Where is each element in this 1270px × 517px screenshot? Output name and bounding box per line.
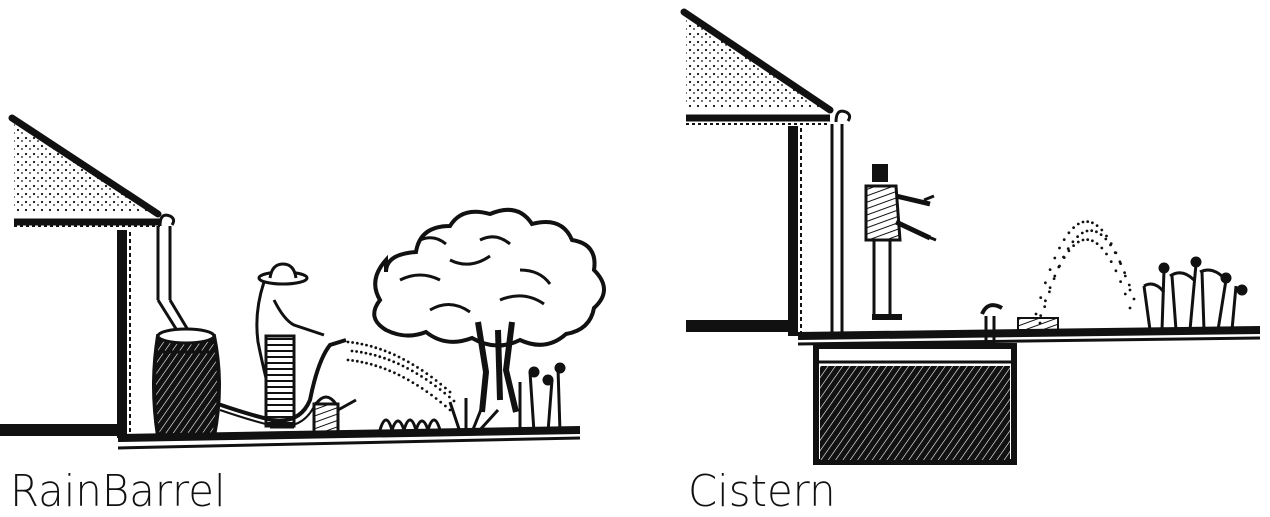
flower-bed <box>380 364 564 432</box>
gardener-figure <box>257 264 324 426</box>
cistern-scene <box>684 12 1260 462</box>
gutter-downspout <box>158 215 188 332</box>
watering-can <box>314 397 356 434</box>
cistern-caption: Cistern <box>688 466 836 517</box>
rain-barrel-scene <box>0 118 604 448</box>
rain-barrel-caption: RainBarrel <box>10 466 226 517</box>
cistern-tank <box>816 346 1014 462</box>
house-wall <box>788 126 801 336</box>
house-wall <box>117 230 130 438</box>
shrubs <box>1144 258 1246 330</box>
house-roof <box>684 12 830 124</box>
sprinkler-spray <box>1035 220 1136 333</box>
hose-spray <box>347 341 456 412</box>
person-figure <box>866 164 936 320</box>
house-roof <box>12 118 160 226</box>
ground-line <box>686 320 1260 344</box>
gutter-downspout <box>832 111 850 336</box>
tree <box>374 210 604 412</box>
rain-barrel <box>154 329 219 436</box>
